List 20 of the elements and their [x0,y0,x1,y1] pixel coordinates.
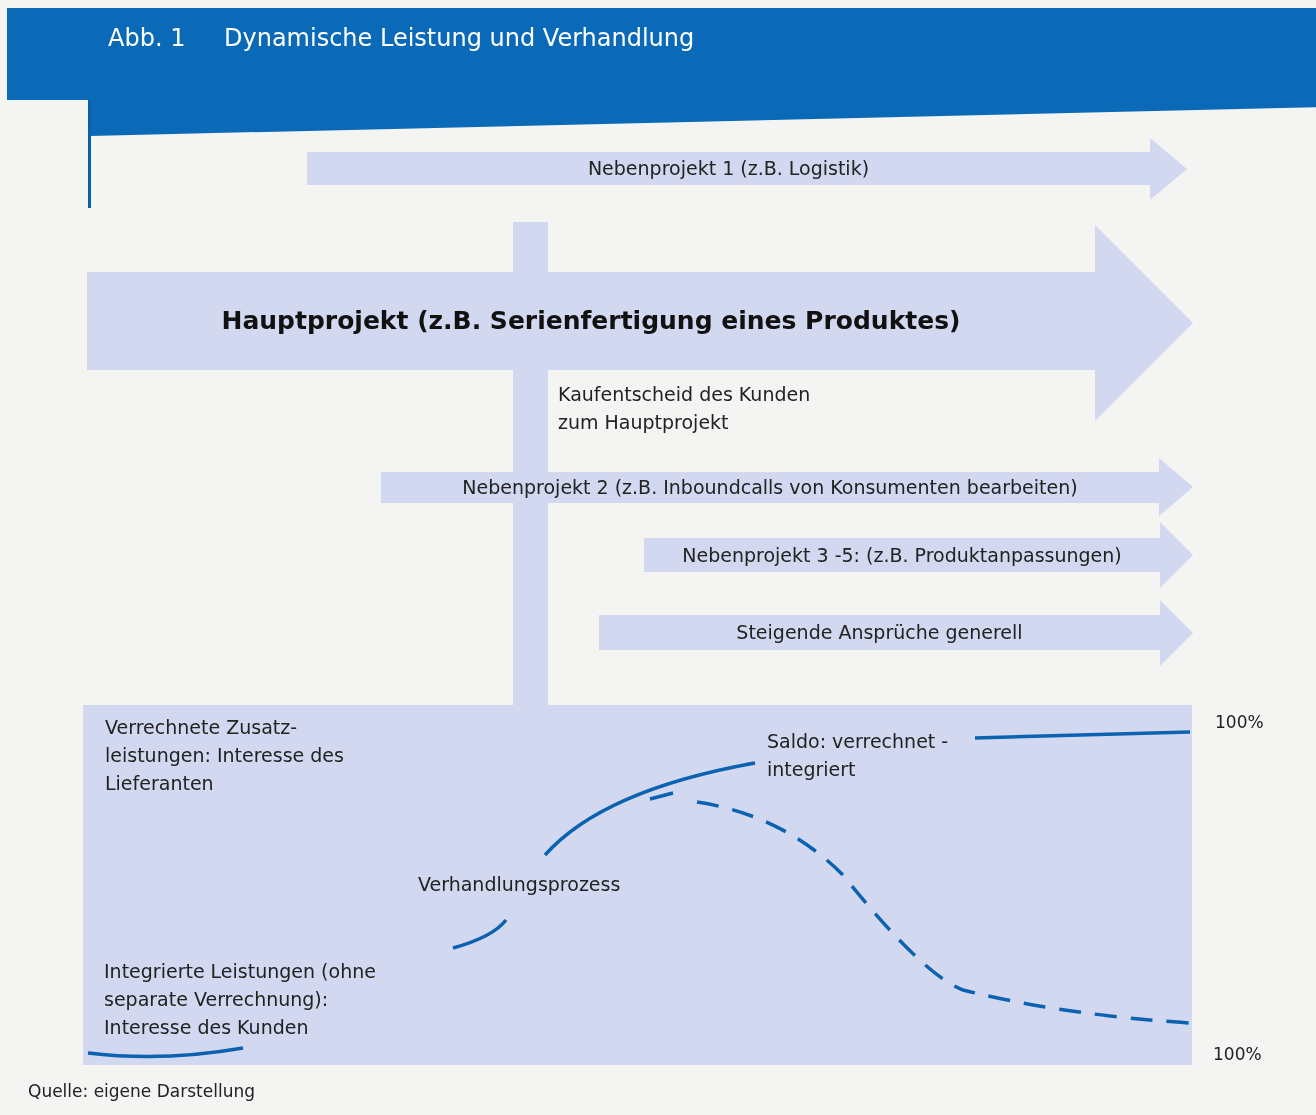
arrow-label: Nebenprojekt 3 -5: (z.B. Produktanpassungen) [681,543,1123,568]
arrow-band [381,458,1193,516]
percent-label: 100% [1215,711,1264,734]
arrow-band [644,522,1193,588]
panel-text: Saldo: verrechnet - integriert [767,729,950,782]
arrow-band [307,138,1187,200]
panel-text: Verhandlungsprozess [418,872,622,897]
arrow-band [599,600,1193,666]
arrow-label: Nebenprojekt 2 (z.B. Inboundcalls von Konsumenten bearbeiten) [461,475,1079,500]
figure-number: Abb. 1 [108,23,186,54]
panel-text: Integrierte Leistungen (ohne separate Verrechnung): Interesse des Kunden [104,959,377,1040]
figure-title: Dynamische Leistung und Verhandlung [224,23,695,54]
chart-panel [83,705,1192,1065]
percent-label: 100% [1213,1043,1262,1066]
panel-text: Verrechnete Zusatz- leistungen: Interesse des Lieferanten [105,715,345,796]
arrow-label: Hauptprojekt (z.B. Serienfertigung eines Produktes) [220,305,962,337]
arrow-label: Nebenprojekt 1 (z.B. Logistik) [586,156,871,181]
source-caption: Quelle: eigene Darstellung [28,1080,255,1103]
note-text: Kaufentscheid des Kunden zum Hauptprojekt [558,382,812,435]
arrow-label: Steigende Ansprüche generell [735,620,1024,645]
